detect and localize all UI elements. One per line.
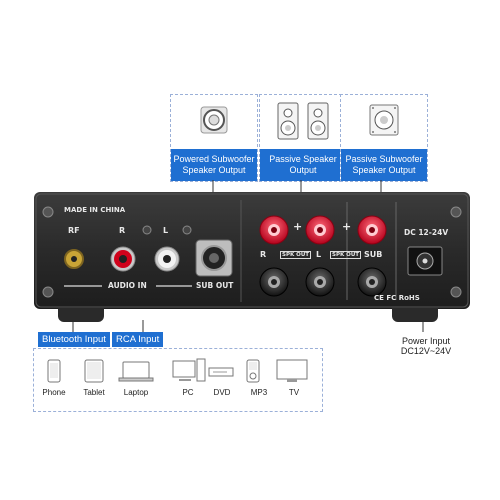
speaker-pair-icon xyxy=(260,95,346,149)
power-input-voltage: DC12V~24V xyxy=(400,346,452,356)
spk-out-label: SPK OUT xyxy=(330,251,362,259)
rca-l-label: L xyxy=(163,226,169,235)
subwoofer-jack-icon xyxy=(171,95,257,149)
device-label-tablet: Tablet xyxy=(83,388,105,397)
power-input-title: Power Input xyxy=(401,336,451,346)
rf-label: RF xyxy=(68,226,80,235)
device-label-laptop: Laptop xyxy=(123,388,149,397)
device-label-pc: PC xyxy=(182,388,194,397)
device-label-phone: Phone xyxy=(42,388,66,397)
plus-label: + xyxy=(293,220,303,233)
mp3-icon xyxy=(246,359,260,383)
made-in-label: MADE IN CHINA xyxy=(64,206,126,214)
callout-powered-subwoofer: Powered Subwoofer Speaker Output xyxy=(170,94,258,182)
tv-icon xyxy=(276,359,308,382)
foot-right xyxy=(392,308,438,322)
spk-r-label: R xyxy=(260,250,267,259)
device-label-mp3: MP3 xyxy=(250,388,268,397)
callout-label: Passive Subwoofer Speaker Output xyxy=(341,149,427,181)
callout-passive-subwoofer: Passive Subwoofer Speaker Output xyxy=(340,94,428,182)
sub-out-label: SUB OUT xyxy=(196,281,234,290)
plus-label: + xyxy=(342,220,352,233)
phone-icon xyxy=(47,359,61,383)
spk-sub-label: SUB xyxy=(364,250,383,259)
device-label-tv: TV xyxy=(288,388,300,397)
callout-label: Passive Speaker Output xyxy=(260,149,346,181)
audio-in-label: AUDIO IN xyxy=(108,281,147,290)
spk-out-label: SPK OUT xyxy=(280,251,312,259)
dvd-icon xyxy=(208,367,234,377)
device-icons xyxy=(47,358,308,383)
power-input-label: Power Input DC12V~24V xyxy=(396,336,456,356)
subwoofer-box-icon xyxy=(341,95,427,149)
laptop-icon xyxy=(118,361,154,382)
rca-input-tag: RCA Input xyxy=(112,332,164,347)
amplifier-back-panel: MADE IN CHINA RF R L AUDIO IN SUB OUT R … xyxy=(34,192,470,309)
dc-label: DC 12-24V xyxy=(404,228,449,237)
spk-l-label: L xyxy=(316,250,322,259)
cert-marks: CE FC RoHS xyxy=(374,294,420,302)
pc-icon xyxy=(172,358,206,382)
callout-label: Powered Subwoofer Speaker Output xyxy=(171,149,257,181)
rca-r-label: R xyxy=(119,226,126,235)
tablet-icon xyxy=(84,359,104,383)
device-label-dvd: DVD xyxy=(213,388,231,397)
callout-passive-speaker: Passive Speaker Output xyxy=(259,94,347,182)
device-source-box xyxy=(33,348,323,412)
foot-left xyxy=(58,308,104,322)
bluetooth-input-tag: Bluetooth Input xyxy=(38,332,110,347)
